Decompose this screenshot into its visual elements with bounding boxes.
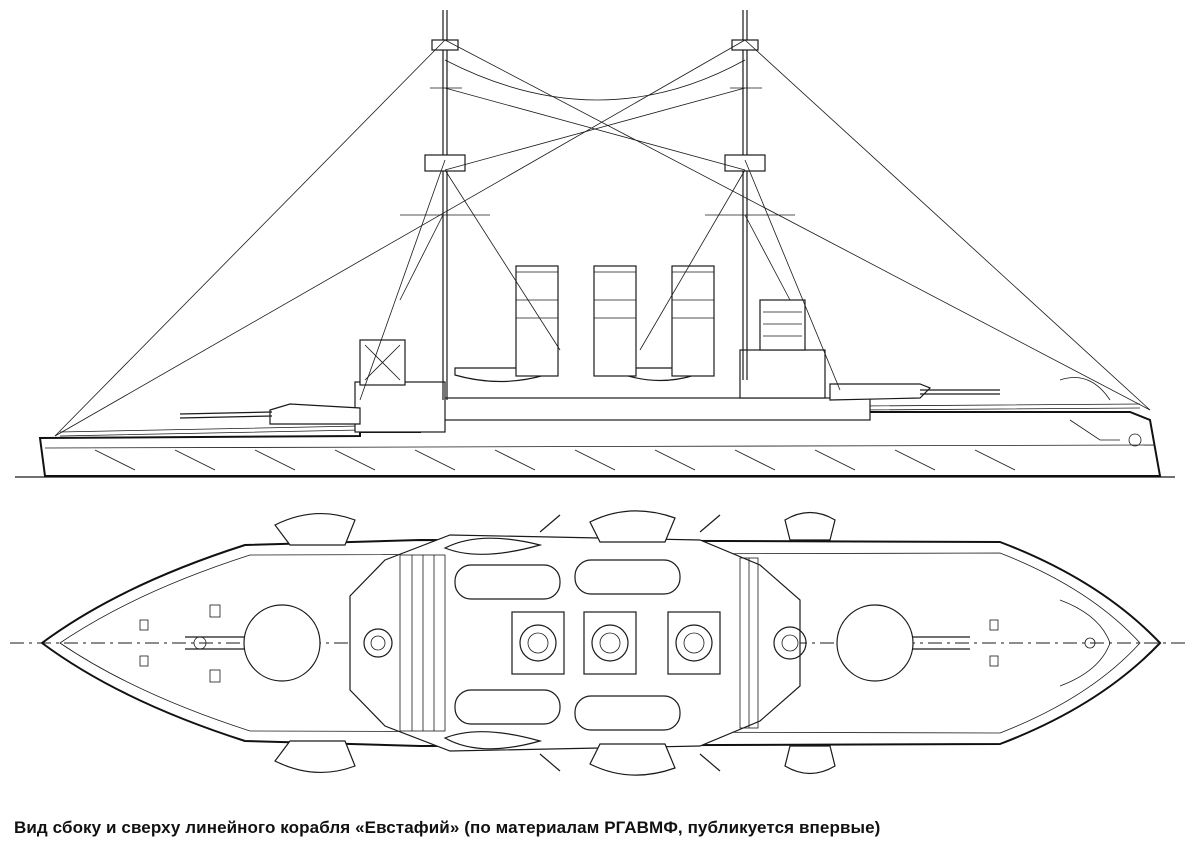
armor-belt-lines <box>94 449 1016 471</box>
aft-turret <box>829 383 932 401</box>
central-deck <box>349 534 801 752</box>
top-hull <box>40 538 1162 748</box>
superstructure <box>399 397 871 421</box>
funnel-1 <box>515 265 559 377</box>
funnel-3 <box>671 265 715 377</box>
rigging <box>54 39 1151 437</box>
side-view <box>15 10 1175 478</box>
funnels-top <box>511 611 721 675</box>
fore-turret <box>269 403 361 425</box>
aft-turret-top <box>836 604 970 682</box>
main-mast <box>705 10 795 380</box>
top-view <box>10 510 1190 776</box>
figure-caption: Вид сбоку и сверху линейного корабля «Ев… <box>14 818 881 837</box>
fore-mast <box>400 10 490 400</box>
funnel-2 <box>593 265 637 377</box>
fore-turret-top <box>185 604 321 682</box>
ship-drawing <box>10 10 1190 776</box>
